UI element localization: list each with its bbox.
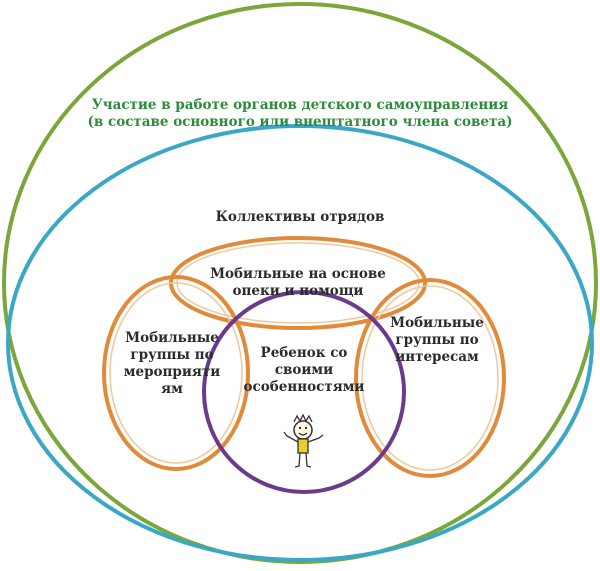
right-ellipse-label: Мобильные группы по интересам — [382, 315, 492, 366]
center-circle-label: Ребенок со своими особенностями — [242, 345, 366, 396]
left-orange-ring — [102, 275, 250, 471]
outer-ring-label-line2: (в составе основного или внештатного чле… — [87, 113, 513, 130]
center-circle-label-line3: особенностями — [243, 378, 365, 395]
middle-ring — [6, 124, 594, 562]
center-circle-label-line1: Ребенок со — [260, 345, 348, 361]
top-ellipse-label-line1: Мобильные на основе — [210, 266, 386, 282]
outer-ring-label: Участие в работе органов детского самоуп… — [60, 97, 540, 131]
right-ellipse-label-line2: группы по — [395, 331, 479, 348]
right-orange-ring — [354, 278, 506, 478]
right-orange-ring-inner — [361, 285, 499, 471]
center-circle-label-line2: своими — [274, 361, 334, 378]
right-ellipse-label-line3: интересам — [395, 348, 479, 365]
center-ring — [202, 290, 406, 494]
left-ellipse-label: Мобильные группы по мероприяти ям — [120, 330, 224, 398]
right-ellipse-label-line1: Мобильные — [390, 315, 484, 331]
left-ellipse-label-line2: группы по — [130, 346, 214, 363]
outer-ring-label-line1: Участие в работе органов детского самоуп… — [91, 97, 509, 113]
middle-ring-title: Коллективы отрядов — [215, 209, 385, 225]
left-ellipse-label-line4: ям — [161, 380, 183, 397]
top-ellipse-label-line2: опеки и помощи — [232, 282, 364, 299]
left-orange-ring-inner — [109, 282, 243, 464]
left-ellipse-label-line3: мероприяти — [123, 363, 221, 380]
top-ellipse-label: Мобильные на основе опеки и помощи — [180, 266, 416, 300]
left-ellipse-label-line1: Мобильные — [125, 330, 219, 346]
child-figure-icon — [283, 413, 324, 468]
